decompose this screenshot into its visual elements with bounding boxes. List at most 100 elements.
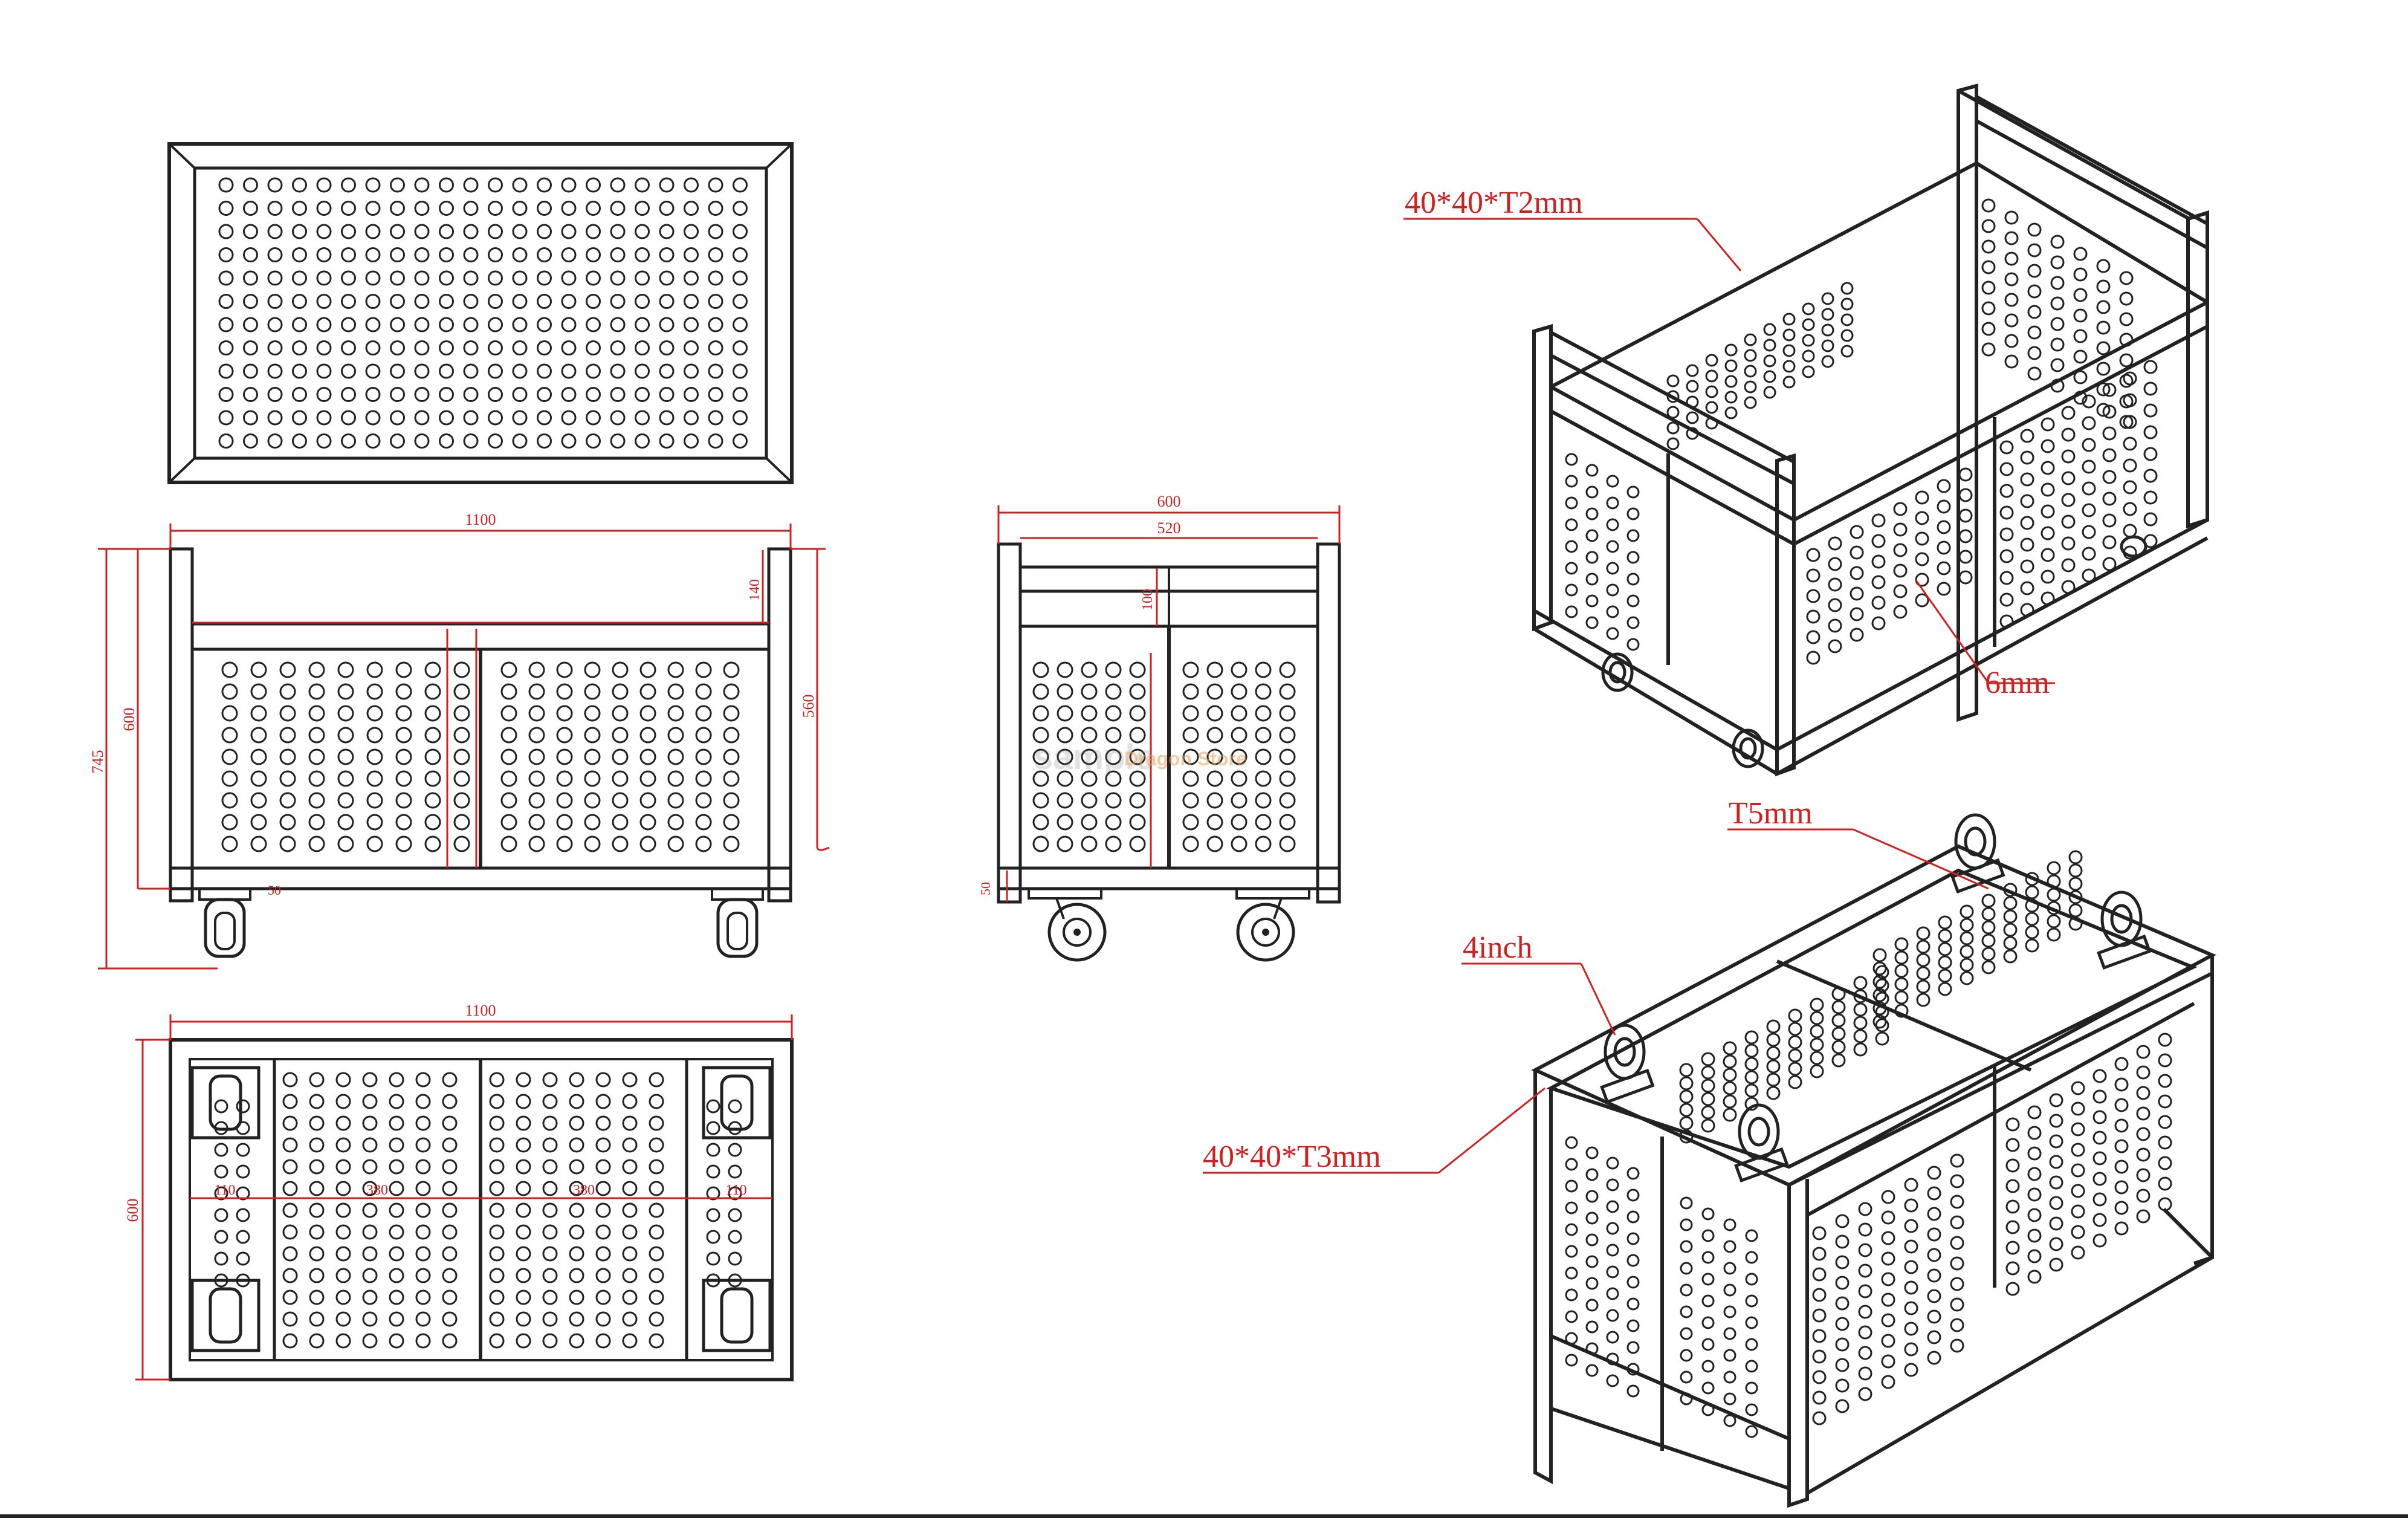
perforation-hole xyxy=(733,201,748,216)
perforation-hole xyxy=(595,1159,611,1175)
perforation-hole xyxy=(622,1181,638,1196)
perforation-hole xyxy=(2102,383,2117,397)
perforation-hole xyxy=(2027,222,2042,237)
perforation-hole xyxy=(1129,835,1146,852)
perforation-hole xyxy=(1057,661,1073,678)
perforation-hole xyxy=(2027,366,2042,381)
perforation-hole xyxy=(308,727,325,744)
perforation-hole xyxy=(569,1137,584,1153)
perforation-hole xyxy=(1626,638,1640,651)
perforation-hole xyxy=(1745,1273,1758,1286)
perforation-hole xyxy=(2073,267,2088,282)
perforation-hole xyxy=(1850,566,1864,580)
perforation-hole xyxy=(2073,349,2088,364)
perforation-hole xyxy=(667,661,684,678)
perforation-hole xyxy=(1606,627,1619,640)
perforation-hole xyxy=(1927,1227,1941,1242)
perforation-hole xyxy=(214,1143,228,1157)
perforation-hole xyxy=(309,1115,325,1131)
perforation-hole xyxy=(2136,1086,2151,1100)
perforation-hole xyxy=(488,410,503,426)
perforation-hole xyxy=(2049,1196,2063,1210)
perforation-hole xyxy=(586,363,601,379)
perforation-hole xyxy=(1606,1222,1619,1235)
perforation-hole xyxy=(1745,1229,1758,1242)
perforation-hole xyxy=(2119,312,2134,326)
perforation-hole xyxy=(586,270,601,286)
perforation-hole xyxy=(309,1268,325,1283)
perforation-hole xyxy=(1766,1086,1781,1100)
perforation-hole xyxy=(439,363,454,379)
perforation-hole xyxy=(1723,1240,1736,1253)
perforation-hole xyxy=(528,661,545,678)
perforation-hole xyxy=(2071,1101,2085,1116)
perforation-hole xyxy=(221,792,238,809)
perforation-hole xyxy=(595,1268,611,1283)
perforation-hole xyxy=(2102,470,2117,484)
perforation-hole xyxy=(415,1246,431,1262)
perforation-hole xyxy=(2158,1074,2172,1088)
perforation-hole xyxy=(335,1137,351,1153)
perforation-hole xyxy=(335,1072,351,1088)
perforation-hole xyxy=(1680,1349,1693,1362)
perforation-hole xyxy=(1744,1070,1759,1085)
perforation-hole xyxy=(1937,561,1951,576)
perforation-hole xyxy=(1858,1305,1872,1319)
perforation-hole xyxy=(649,1159,664,1175)
perforation-hole xyxy=(659,433,675,449)
perforation-hole xyxy=(2096,259,2111,273)
perforation-hole xyxy=(1255,814,1272,831)
perforation-hole xyxy=(1763,339,1776,352)
perforation-hole xyxy=(316,270,332,286)
perforation-hole xyxy=(414,317,430,332)
perforation-hole xyxy=(1802,318,1815,331)
perforation-hole xyxy=(1585,1211,1599,1225)
perforation-hole xyxy=(561,363,577,379)
perforation-hole xyxy=(569,1268,584,1283)
perforation-hole xyxy=(595,1246,611,1262)
perforation-hole xyxy=(362,1224,378,1240)
perforation-hole xyxy=(489,1094,505,1109)
perforation-hole xyxy=(561,387,577,402)
perforation-hole xyxy=(1812,1308,1827,1323)
caster-wheel xyxy=(209,1287,242,1344)
perforation-hole xyxy=(2092,1110,2107,1124)
perforation-hole xyxy=(439,224,454,239)
perforation-hole xyxy=(1999,527,2014,542)
perforation-hole xyxy=(1255,770,1272,787)
callout-plate: T5mm xyxy=(1729,796,1813,831)
perforation-hole xyxy=(1763,386,1776,399)
perforation-hole xyxy=(733,294,748,309)
perforation-hole xyxy=(2092,1089,2107,1104)
perforation-hole xyxy=(684,433,699,449)
perforation-hole xyxy=(1858,1222,1872,1237)
perforation-hole xyxy=(2096,300,2111,314)
perforation-hole xyxy=(424,748,441,765)
perforation-hole xyxy=(733,387,748,402)
perforation-hole xyxy=(2136,1045,2151,1059)
perforation-hole xyxy=(1105,770,1122,787)
perforation-hole xyxy=(1960,944,1974,959)
perforation-hole xyxy=(723,835,740,852)
perforation-hole xyxy=(723,727,740,744)
perforation-hole xyxy=(635,294,650,309)
perforation-hole xyxy=(316,340,332,355)
perforation-hole xyxy=(337,683,354,700)
perforation-hole xyxy=(335,1311,351,1327)
perforation-hole xyxy=(635,247,650,262)
perforation-hole xyxy=(1723,1218,1736,1231)
perforation-hole xyxy=(733,177,748,193)
perforation-hole xyxy=(569,1094,584,1109)
perforation-hole xyxy=(1828,557,1842,571)
perforation-hole xyxy=(1680,1262,1693,1275)
perforation-hole xyxy=(1057,683,1073,700)
front-length-dim: 1100 xyxy=(465,511,496,528)
perforation-hole xyxy=(1812,1329,1827,1343)
perforation-hole xyxy=(512,270,528,286)
perforation-hole xyxy=(2025,912,2039,926)
perforation-hole xyxy=(1950,1338,1964,1353)
perforation-hole xyxy=(2005,1199,2020,1214)
perforation-hole xyxy=(612,661,629,678)
perforation-hole xyxy=(309,1094,325,1109)
perforation-hole xyxy=(390,270,405,286)
